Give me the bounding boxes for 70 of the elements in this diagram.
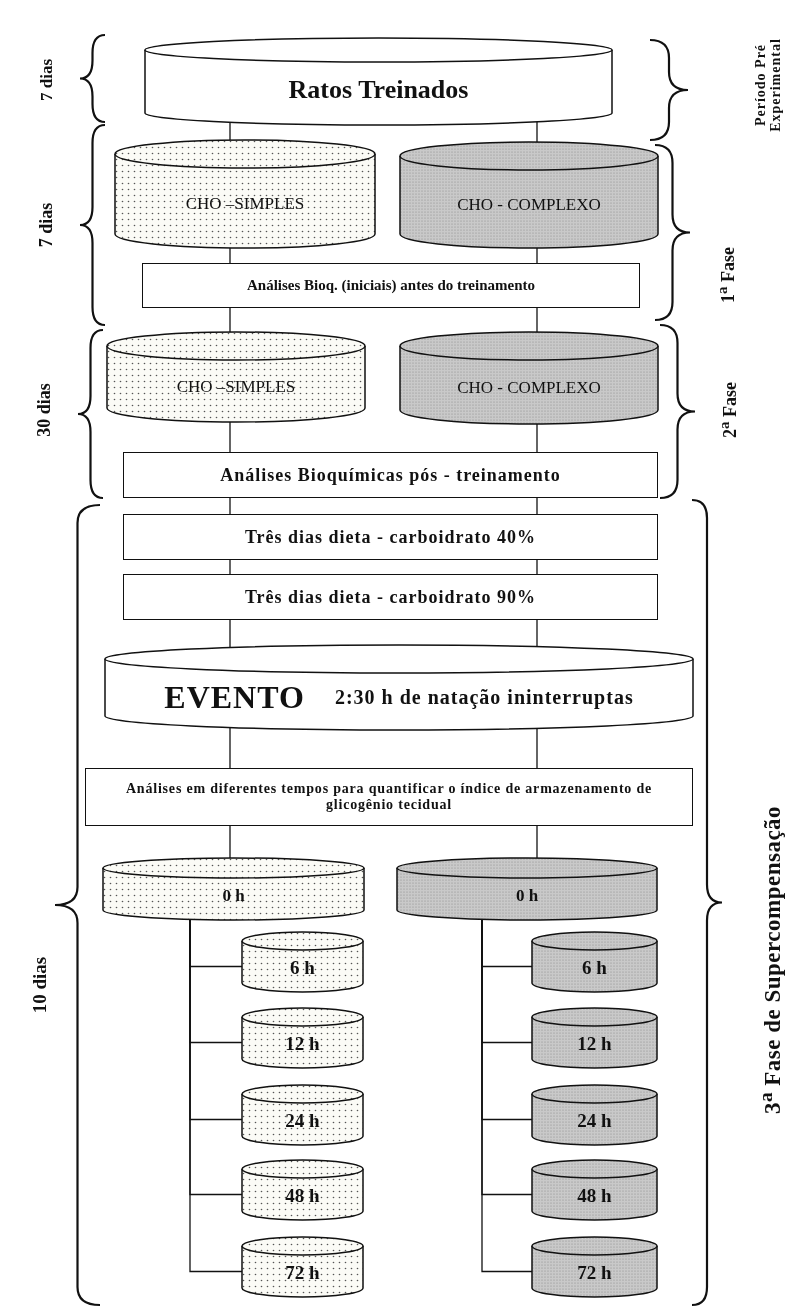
process-box — [85, 768, 693, 826]
connector-line — [536, 247, 538, 264]
node-label: CHO –SIMPLES — [175, 377, 297, 397]
node-label: 72 h — [576, 1262, 613, 1285]
cylinder-node — [115, 140, 375, 248]
connector-line — [229, 421, 231, 453]
node-label: 0 h — [221, 886, 246, 906]
node-label: 48 h — [284, 1185, 321, 1208]
cylinder-node — [532, 1008, 657, 1068]
connector-line — [536, 619, 538, 648]
process-box — [123, 452, 658, 498]
cylinder-node — [242, 1085, 363, 1145]
cylinder-node — [145, 38, 612, 125]
cylinder-node — [242, 932, 363, 992]
connector-line — [536, 727, 538, 769]
connector-line — [536, 825, 538, 859]
process-box — [123, 514, 658, 560]
node-label: Três dias dieta - carboidrato 40% — [243, 526, 538, 548]
node-label: 12 h — [576, 1033, 613, 1056]
node-label: 2:30 h de natação ininterruptas — [333, 685, 635, 709]
node-label: 24 h — [576, 1110, 613, 1133]
node-label: Análises Bioquímicas pós - treinamento — [219, 464, 562, 486]
node-label: Três dias dieta - carboidrato 90% — [243, 586, 538, 608]
connector-line — [229, 726, 231, 769]
connector-line — [229, 619, 231, 649]
cylinder-node — [400, 142, 658, 248]
connector-line — [536, 307, 538, 333]
cylinder-node — [400, 332, 658, 424]
cylinder-node — [242, 1160, 363, 1220]
cylinder-node — [532, 932, 657, 992]
connector-line — [536, 559, 538, 575]
node-label: Análises em diferentes tempos para quantificar o índice de armazenamento de glicogênio tecidual — [124, 780, 654, 814]
cylinder-node — [105, 645, 693, 730]
node-label: 6 h — [581, 957, 608, 980]
cylinder-node — [532, 1160, 657, 1220]
connector-line — [229, 497, 231, 515]
node-label: 0 h — [514, 886, 540, 906]
cylinder-node — [242, 1237, 363, 1297]
phase-label: 7 dias — [37, 202, 57, 248]
phase-label: Período Pré Experimental — [752, 38, 784, 132]
node-label: 24 h — [284, 1110, 321, 1133]
phase-label: 10 dias — [29, 956, 51, 1014]
connector-line — [536, 121, 538, 143]
node-label: 72 h — [284, 1262, 321, 1285]
connector-line — [229, 121, 231, 141]
node-label: 12 h — [284, 1033, 321, 1056]
node-label: EVENTO — [163, 678, 306, 716]
cylinder-node — [103, 858, 364, 920]
connector-line — [229, 825, 231, 859]
phase-label: 7 dias — [37, 59, 57, 101]
node-label: 48 h — [576, 1185, 613, 1208]
cylinder-node — [107, 332, 365, 422]
node-label: CHO - COMPLEXO — [456, 378, 602, 398]
cylinder-node — [532, 1085, 657, 1145]
connector-line — [229, 247, 231, 264]
connector-line — [229, 559, 231, 575]
node-label: CHO - COMPLEXO — [456, 195, 602, 215]
connector-line — [536, 423, 538, 453]
node-label: Análises Bioq. (iniciais) antes do treinamento — [245, 276, 537, 295]
node-label: Ratos Treinados — [287, 74, 470, 105]
connector-line — [536, 497, 538, 515]
process-box — [142, 263, 640, 308]
process-box — [123, 574, 658, 620]
cylinder-node — [532, 1237, 657, 1297]
cylinder-node — [397, 858, 657, 920]
node-label: CHO –SIMPLES — [184, 194, 306, 214]
cylinder-node — [242, 1008, 363, 1068]
node-label: 6 h — [289, 957, 316, 980]
phase-label: 30 dias — [35, 383, 55, 437]
connector-line — [229, 307, 231, 333]
